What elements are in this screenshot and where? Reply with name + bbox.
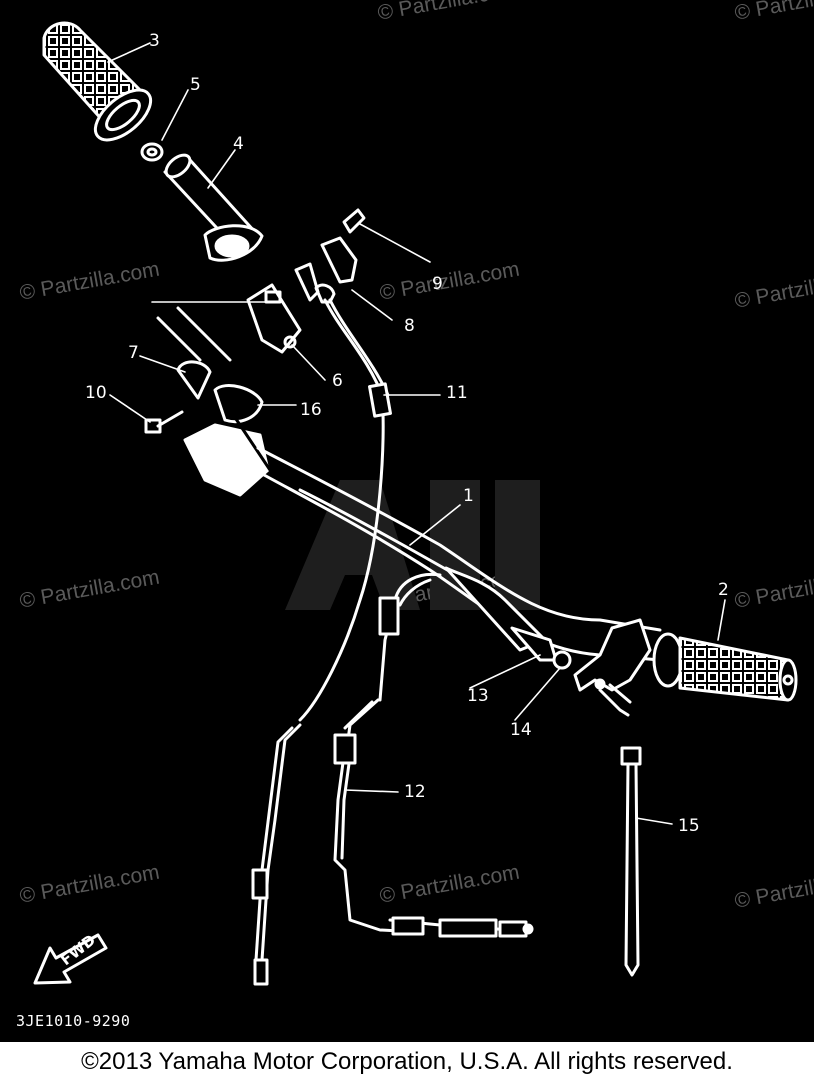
- clutch-lever-perch: [573, 618, 652, 717]
- fwd-arrow-icon: [33, 933, 108, 985]
- callout-11: 11: [446, 383, 468, 403]
- throttle-tube: [163, 153, 264, 262]
- callout-13: 13: [467, 686, 489, 706]
- throttle-cable: [251, 298, 392, 986]
- clutch-cable: [333, 572, 534, 938]
- cable-tie: [620, 746, 642, 977]
- callout-5: 5: [190, 75, 201, 95]
- callout-4: 4: [233, 134, 244, 154]
- diagram-drawing: [33, 21, 798, 986]
- callout-7: 7: [128, 343, 139, 363]
- diagram-part-code: 3JE1010-9290: [16, 1012, 131, 1030]
- cable-fittings: [294, 208, 366, 304]
- callout-6: 6: [332, 371, 343, 391]
- callout-12: 12: [404, 782, 426, 802]
- leader-lines: [107, 42, 726, 825]
- callout-16: 16: [300, 400, 322, 420]
- throttle-assembly-lower: [156, 306, 272, 497]
- clutch-adjuster: [510, 626, 572, 670]
- collar: [140, 142, 164, 162]
- callout-2: 2: [718, 580, 729, 600]
- screw: [144, 410, 184, 434]
- callout-15: 15: [678, 816, 700, 836]
- left-grip: [42, 21, 153, 142]
- parts-diagram: © Partzilla.com © Partzilla.com © Partzi…: [0, 0, 814, 1042]
- right-grip: [652, 632, 798, 702]
- callout-10: 10: [85, 383, 107, 403]
- copyright-footer: ©2013 Yamaha Motor Corporation, U.S.A. A…: [0, 1042, 814, 1082]
- callout-8: 8: [404, 316, 415, 336]
- callout-14: 14: [510, 720, 532, 740]
- callout-9: 9: [432, 274, 443, 294]
- throttle-housing: [246, 283, 302, 354]
- callout-1: 1: [463, 486, 474, 506]
- callout-3: 3: [149, 31, 160, 51]
